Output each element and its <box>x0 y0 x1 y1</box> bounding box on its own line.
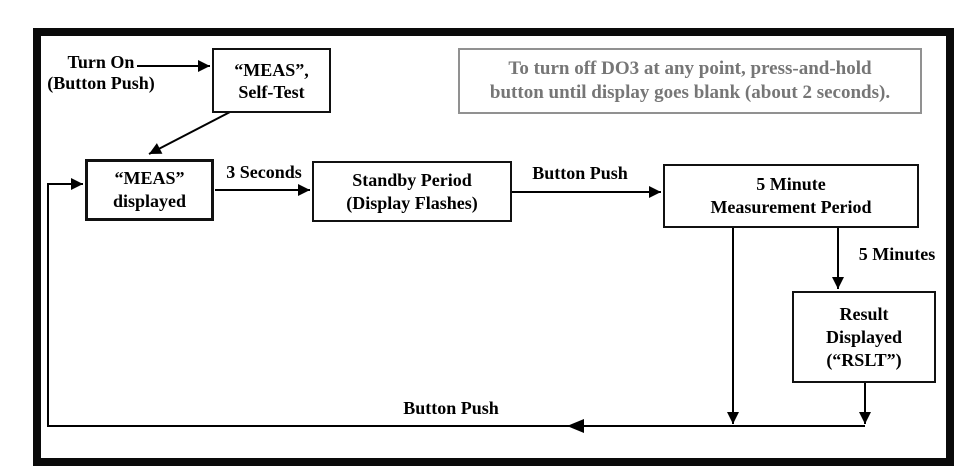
node-standby-period-line-1: Standby Period <box>352 169 472 190</box>
start-label-line-1: Turn On <box>67 52 135 72</box>
node-standby-period-line-2: (Display Flashes) <box>346 192 478 213</box>
node-meas-self-test: “MEAS”, Self-Test <box>212 48 331 113</box>
arrow-selftest-to-displayed <box>148 111 231 155</box>
note-line-2: button until display goes blank (about 2… <box>489 82 891 103</box>
node-measurement-period-line-1: 5 Minute <box>756 174 826 194</box>
node-measurement-period: 5 Minute Measurement Period <box>663 164 919 228</box>
node-meas-displayed: “MEAS” displayed <box>85 159 214 221</box>
edge-label-3-seconds: 3 Seconds <box>226 162 302 182</box>
node-result-displayed-line-3: (“RSLT”) <box>826 349 902 370</box>
node-measurement-period-line-2: Measurement Period <box>710 197 872 217</box>
outer-border-frame <box>33 28 954 466</box>
node-result-displayed-line-2: Displayed <box>825 326 903 347</box>
node-standby-period: Standby Period (Display Flashes) <box>312 161 512 222</box>
edge-label-button-push-top: Button Push <box>532 163 628 183</box>
edge-label-button-push-bottom: Button Push <box>403 398 499 418</box>
node-result-displayed-line-1: Result <box>839 303 889 324</box>
return-loop-line <box>47 178 865 427</box>
node-meas-displayed-line-2: displayed <box>112 191 187 211</box>
edge-label-5-minutes: 5 Minutes <box>858 244 936 264</box>
return-line-arrowhead <box>567 419 584 433</box>
note-box: To turn off DO3 at any point, press-and-… <box>458 48 922 114</box>
node-meas-self-test-line-2: Self-Test <box>238 81 305 102</box>
start-label-line-2: (Button Push) <box>47 73 155 93</box>
node-meas-displayed-line-1: “MEAS” <box>114 168 185 188</box>
note-line-1: To turn off DO3 at any point, press-and-… <box>508 58 872 79</box>
node-result-displayed: Result Displayed (“RSLT”) <box>792 291 936 383</box>
node-meas-self-test-line-1: “MEAS”, <box>234 59 309 80</box>
start-label-turn-on: Turn On (Button Push) <box>40 52 162 94</box>
